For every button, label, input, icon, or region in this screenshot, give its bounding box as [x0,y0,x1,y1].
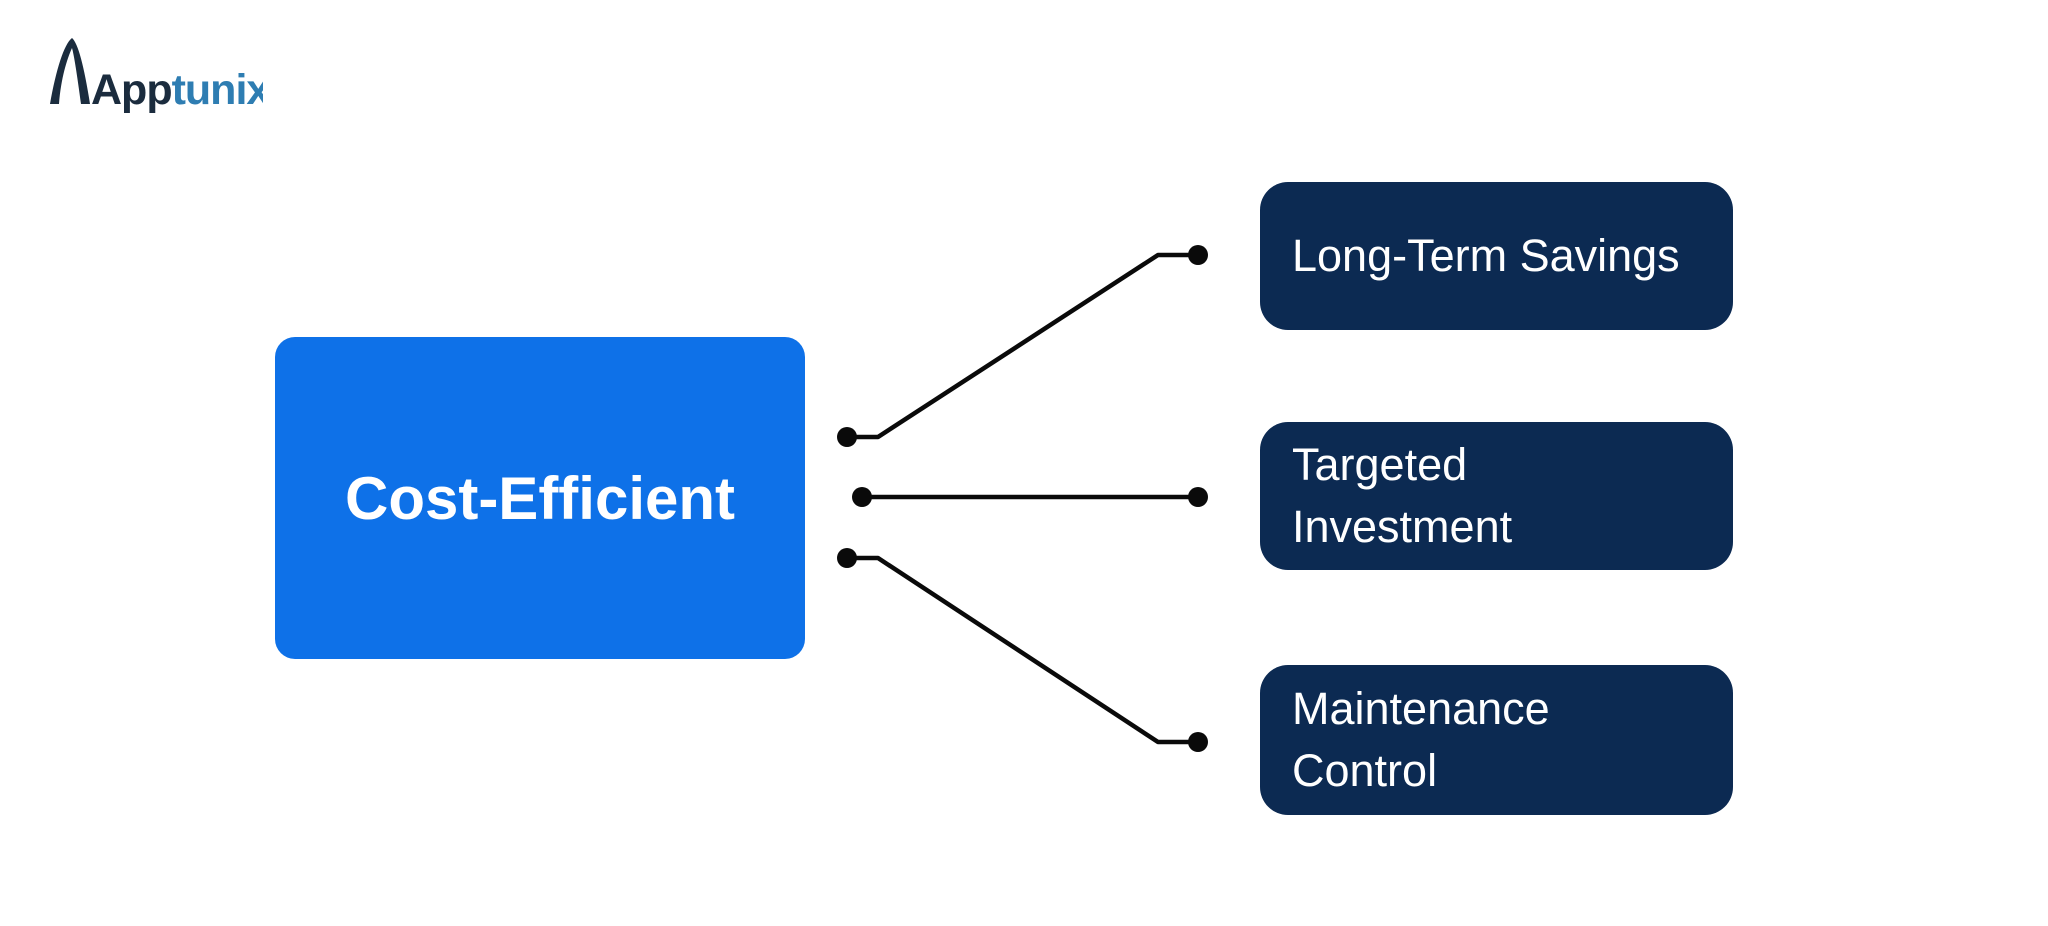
dot-child-bottom [1188,732,1208,752]
node-cost-efficient-label: Cost-Efficient [345,464,735,532]
node-maintenance-control-label: Maintenance [1292,683,1550,734]
node-long-term-savings-label: Long-Term Savings [1292,230,1680,281]
logo-wordmark-suffix: tunix [172,66,263,114]
dot-root-top [837,427,857,447]
node-targeted-investment: Targeted Investment [1260,422,1733,570]
node-maintenance-control: Maintenance Control [1260,665,1733,815]
dot-child-top [1188,245,1208,265]
node-maintenance-control-label-line2: Control [1292,745,1438,796]
dot-root-middle [852,487,872,507]
dot-child-middle [1188,487,1208,507]
connector-dots [837,245,1208,752]
arch-icon [50,38,90,104]
connector-bottom [844,555,1201,745]
logo-wordmark: Apptunix [91,66,263,114]
node-long-term-savings: Long-Term Savings [1260,182,1733,330]
node-cost-efficient: Cost-Efficient [275,337,805,659]
connector-top-line [844,252,1201,440]
node-targeted-investment-label: Targeted [1292,439,1468,490]
dot-root-bottom [837,548,857,568]
connector-top [844,252,1201,440]
apptunix-logo: Apptunix [50,38,263,114]
logo-wordmark-prefix: App [91,66,172,114]
node-targeted-investment-label-line2: Investment [1292,501,1513,552]
connector-bottom-line [844,555,1201,745]
